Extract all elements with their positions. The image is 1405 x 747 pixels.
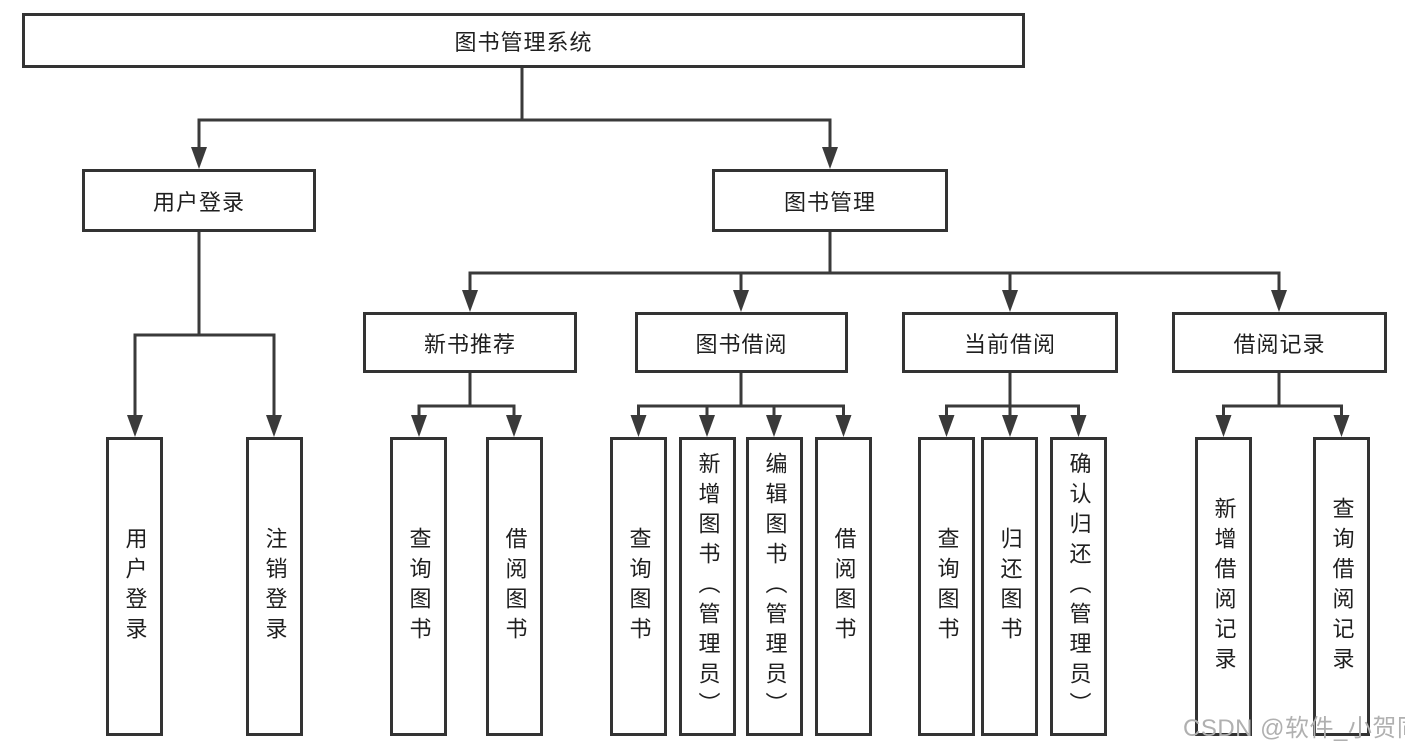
connector-login-to-leaves — [127, 232, 282, 437]
leaf-borrow-query-label: 查询图书 — [626, 526, 652, 647]
node-book-mgmt-branch-label: 图书管理 — [783, 189, 876, 215]
node-section-current-borrow: 当前借阅 — [902, 312, 1118, 373]
leaf-newbooks-query: 查询图书 — [390, 437, 447, 736]
leaf-newbooks-borrow-label: 借阅图书 — [502, 526, 528, 647]
leaf-borrow-edit-admin-label: 编辑图书（管理员） — [762, 451, 788, 722]
node-root-label: 图书管理系统 — [454, 29, 593, 55]
leaf-logout: 注销登录 — [246, 437, 303, 736]
node-section-new-books-label: 新书推荐 — [423, 331, 516, 357]
csdn-watermark: CSDN @软件_小贺同学 — [1183, 715, 1405, 742]
leaf-user-login-label: 用户登录 — [122, 526, 148, 647]
node-section-book-borrow: 图书借阅 — [635, 312, 848, 373]
leaf-borrow-book: 借阅图书 — [815, 437, 872, 736]
connector-current-to-leaves — [938, 373, 1087, 437]
leaf-current-confirm-return-admin-label: 确认归还（管理员） — [1066, 451, 1092, 722]
leaf-user-login: 用户登录 — [106, 437, 163, 736]
connector-root-to-branches — [191, 68, 838, 169]
node-user-login-branch-label: 用户登录 — [152, 189, 245, 215]
leaf-records-query: 查询借阅记录 — [1313, 437, 1370, 736]
leaf-current-return-label: 归还图书 — [997, 526, 1023, 647]
node-section-current-borrow-label: 当前借阅 — [963, 331, 1056, 357]
leaf-borrow-query: 查询图书 — [610, 437, 667, 736]
connector-borrow-to-leaves — [630, 373, 852, 437]
node-section-book-borrow-label: 图书借阅 — [695, 331, 788, 357]
leaf-current-return: 归还图书 — [981, 437, 1038, 736]
connector-mgmt-to-sections — [462, 232, 1287, 312]
node-section-borrow-records: 借阅记录 — [1172, 312, 1387, 373]
leaf-borrow-add-admin-label: 新增图书（管理员） — [695, 451, 721, 722]
leaf-borrow-book-label: 借阅图书 — [831, 526, 857, 647]
connector-newbooks-to-leaves — [411, 373, 522, 437]
leaf-current-query-label: 查询图书 — [934, 526, 960, 647]
connector-records-to-leaves — [1215, 373, 1350, 437]
node-user-login-branch: 用户登录 — [82, 169, 316, 232]
leaf-records-add: 新增借阅记录 — [1195, 437, 1252, 736]
leaf-current-query: 查询图书 — [918, 437, 975, 736]
leaf-current-confirm-return-admin: 确认归还（管理员） — [1050, 437, 1107, 736]
node-section-borrow-records-label: 借阅记录 — [1233, 331, 1326, 357]
leaf-borrow-add-admin: 新增图书（管理员） — [679, 437, 736, 736]
leaf-newbooks-borrow: 借阅图书 — [486, 437, 543, 736]
leaf-newbooks-query-label: 查询图书 — [406, 526, 432, 647]
node-root: 图书管理系统 — [22, 13, 1025, 68]
leaf-records-add-label: 新增借阅记录 — [1211, 496, 1237, 677]
leaf-logout-label: 注销登录 — [262, 526, 288, 647]
node-section-new-books: 新书推荐 — [363, 312, 577, 373]
node-book-mgmt-branch: 图书管理 — [712, 169, 948, 232]
leaf-borrow-edit-admin: 编辑图书（管理员） — [746, 437, 803, 736]
leaf-records-query-label: 查询借阅记录 — [1329, 496, 1355, 677]
